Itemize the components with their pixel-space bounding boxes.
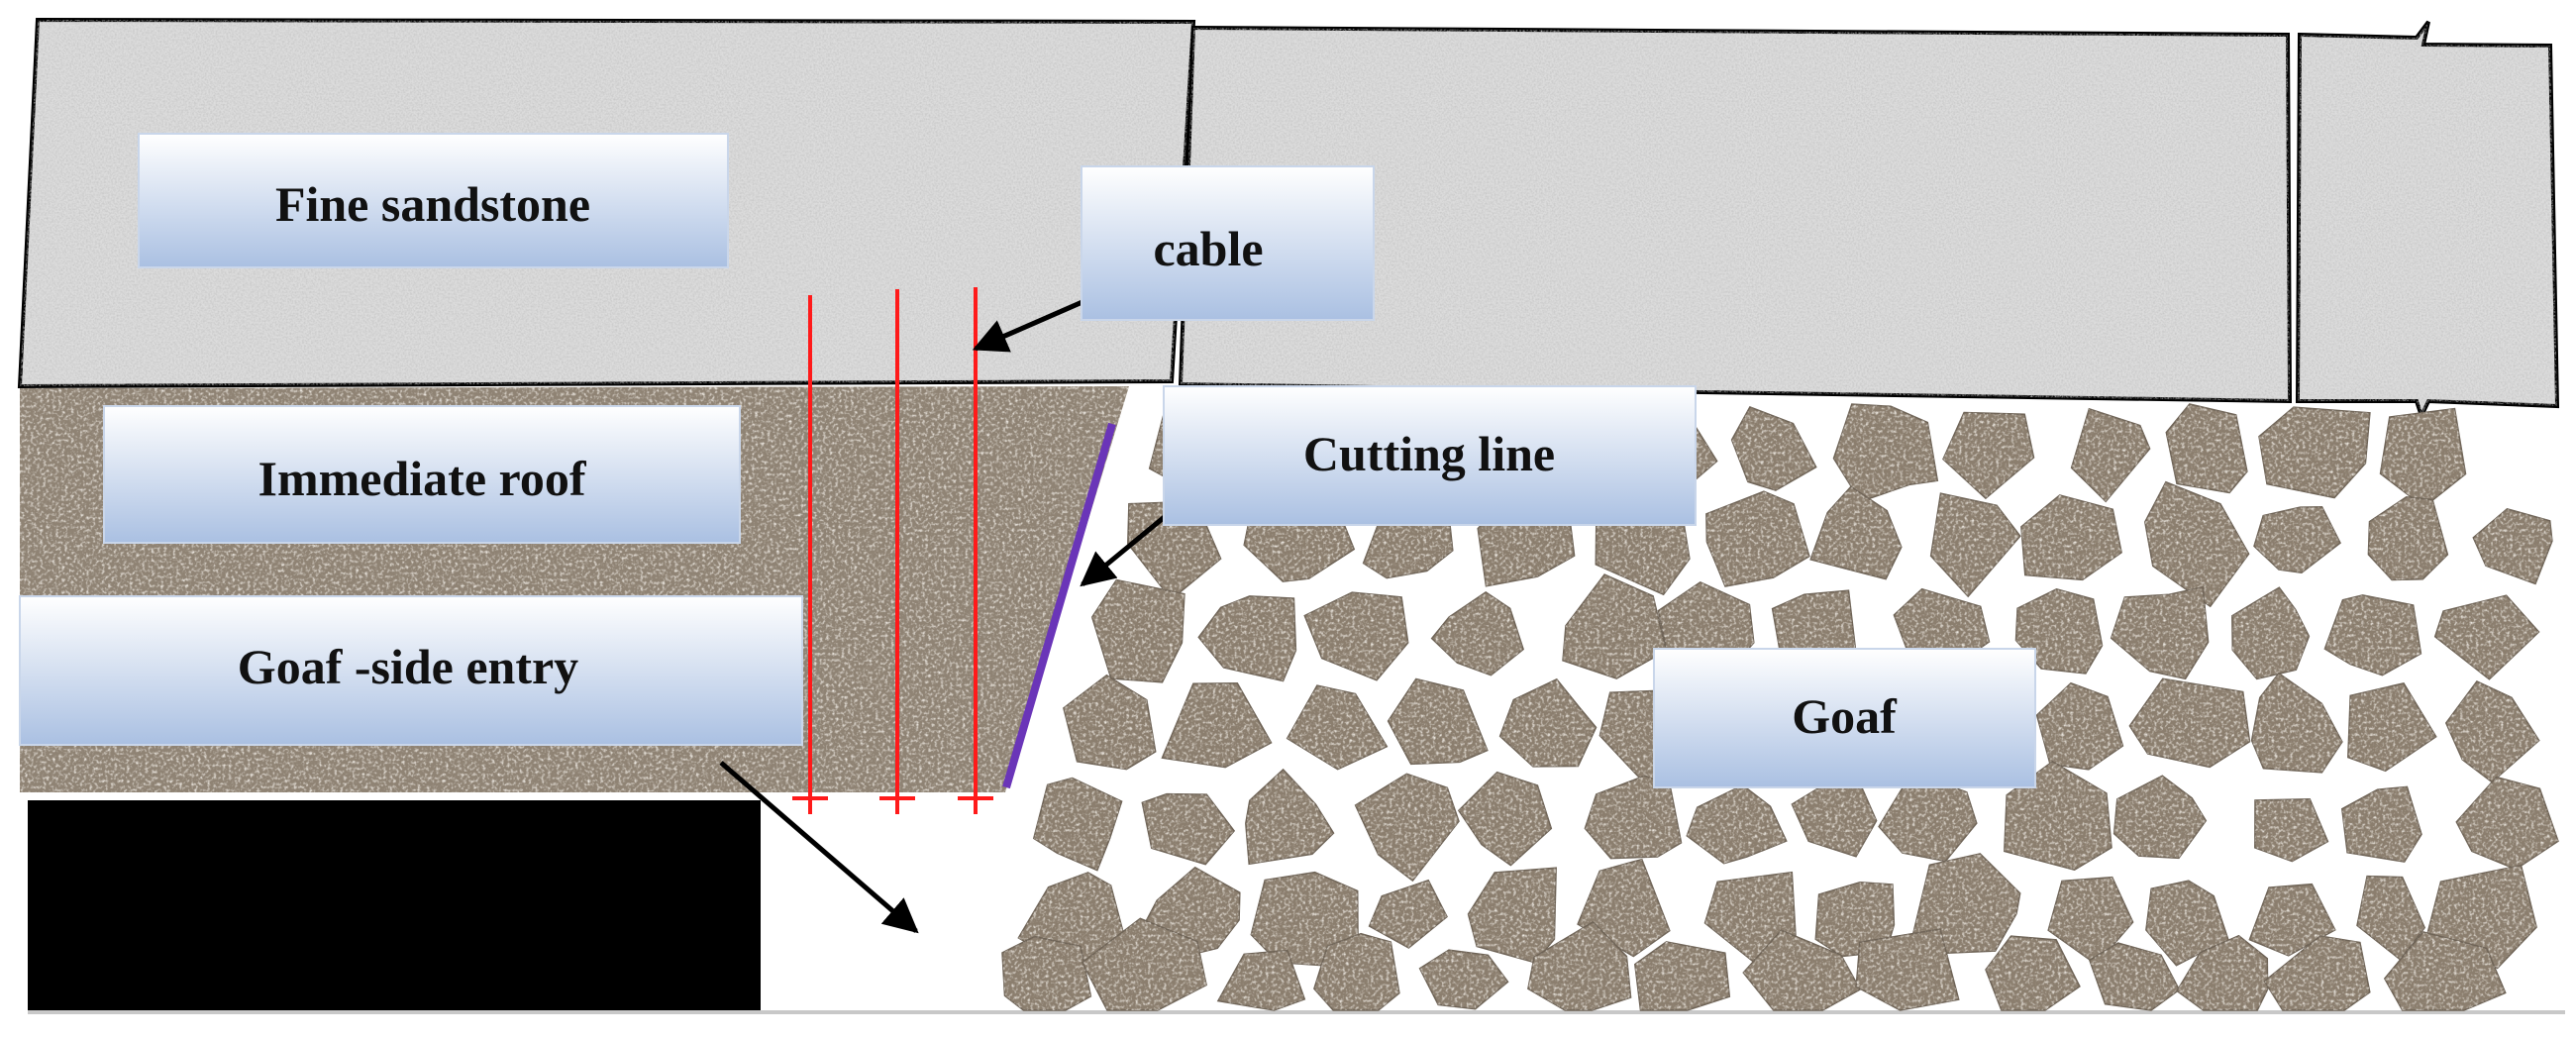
goaf-rock-56-texture [1355,774,1459,882]
goaf-rock-83-texture [1217,950,1305,1010]
goaf-rock-88-texture [1743,930,1861,1010]
goaf-rock-70-texture [1369,880,1447,948]
goaf-rock-92-texture [2177,935,2268,1010]
goaf-rock-9-texture [2071,408,2150,502]
cable-group [792,287,993,814]
cutting-line [1002,422,1116,789]
goaf-rock-87-texture [1634,941,1730,1010]
goaf-rock-62-texture [2004,761,2112,871]
goaf-rock-19-texture [1810,486,1902,579]
label-cutting-line-text: Cutting line [1303,426,1555,481]
goaf-rock-50-texture [2251,673,2342,773]
goaf-rock-8-texture [1943,412,2034,499]
goaf-rock-20-texture [1930,493,2020,597]
goaf-rock-18-texture [1705,491,1809,586]
label-goaf: Goaf [1653,648,2036,788]
goaf-rock-55-texture [1245,769,1334,865]
goaf-rock-26-texture [1091,579,1185,682]
coal-pillar [28,800,761,1013]
goaf-rock-63-texture [2113,776,2207,859]
goaf-rock-52-texture [2445,681,2539,782]
goaf-rock-29-texture [1431,591,1524,676]
label-immediate-roof-text: Immediate roof [258,451,587,506]
fine-sandstone-layer [17,17,2560,422]
goaf-rock-12-texture [2380,408,2466,507]
goaf-rock-24-texture [2368,496,2448,580]
goaf-rock-21-texture [2020,494,2122,580]
goaf-side-entry-arrow [719,761,919,934]
goaf-rock-48-texture [2036,682,2123,770]
goaf-rock-76-texture [2048,877,2133,965]
goaf-rock-25-texture [2473,508,2552,584]
goaf-rock-61-texture [1879,772,1977,862]
label-fine-sandstone: Fine sandstone [138,133,729,268]
goaf-rock-43-texture [1499,678,1597,767]
goaf-rock-78-texture [2249,884,2335,956]
goaf-rock-54-texture [1142,793,1235,865]
goaf-rock-60-texture [1792,784,1877,857]
goaf-rock-91-texture [2089,943,2180,1010]
goaf-rock-37-texture [2324,594,2421,676]
goaf-rock-22-texture [2144,481,2249,607]
goaf-rock-11-texture [2259,407,2370,498]
goaf-rock-10-texture [2166,404,2247,493]
sandstone-block-2-texture [1181,28,2290,401]
goaf-rock-53-texture [1033,778,1122,871]
goaf-rock-86-texture [1527,922,1631,1010]
goaf-rock-38-texture [2434,595,2539,679]
goaf-rock-81-texture [1002,936,1091,1010]
goaf-rock-30-texture [1563,574,1667,678]
label-goaf-side-entry-text: Goaf -side entry [238,639,578,694]
goaf-rock-90-texture [1986,936,2080,1010]
goaf-rock-93-texture [2264,936,2370,1010]
sandstone-block-3-texture [2298,22,2557,416]
goaf-rock-77-texture [2145,881,2229,966]
goaf-rock-7-texture [1833,404,1938,502]
goaf-rock-6-texture [1731,406,1816,491]
goaf-rock-51-texture [2347,682,2436,772]
goaf-rock-82-texture [1082,918,1207,1010]
label-cable: cable [1081,165,1375,321]
goaf-rock-74-texture [1815,882,1895,957]
goaf-rock-41-texture [1287,685,1388,770]
goaf-rock-49-texture [2129,678,2250,768]
goaf-rock-89-texture [1856,929,1959,1010]
goaf-rock-40-texture [1162,682,1272,768]
goaf-rock-34-texture [2015,588,2103,674]
goaf-rock-23-texture [2254,506,2340,573]
goaf-rock-65-texture [2341,786,2421,863]
label-goaf-side-entry: Goaf -side entry [19,595,803,746]
label-goaf-text: Goaf [1792,688,1898,744]
goaf-rock-58-texture [1585,776,1682,859]
label-cable-text: cable [1153,221,1263,276]
goaf-rock-39-texture [1063,675,1156,770]
goaf-rock-85-texture [1419,950,1508,1009]
goaf-rock-94-texture [2384,932,2506,1010]
goaf-rock-84-texture [1313,933,1399,1010]
goaf-rock-71-texture [1468,868,1557,963]
goaf-rock-36-texture [2231,587,2310,679]
goaf-rock-42-texture [1388,678,1488,765]
goaf-rock-35-texture [2111,586,2209,679]
goaf-rock-59-texture [1687,784,1787,864]
goaf-rock-66-texture [2456,777,2558,870]
label-cutting-line: Cutting line [1163,385,1697,526]
goaf-rock-27-texture [1198,595,1296,681]
label-immediate-roof: Immediate roof [103,405,741,544]
goaf-rock-69-texture [1251,872,1359,966]
goaf-rock-64-texture [2254,798,2328,862]
goaf-rock-57-texture [1458,772,1552,866]
label-fine-sandstone-text: Fine sandstone [275,176,590,232]
goaf-rock-28-texture [1304,592,1408,680]
goaf-rock-79-texture [2357,876,2425,960]
